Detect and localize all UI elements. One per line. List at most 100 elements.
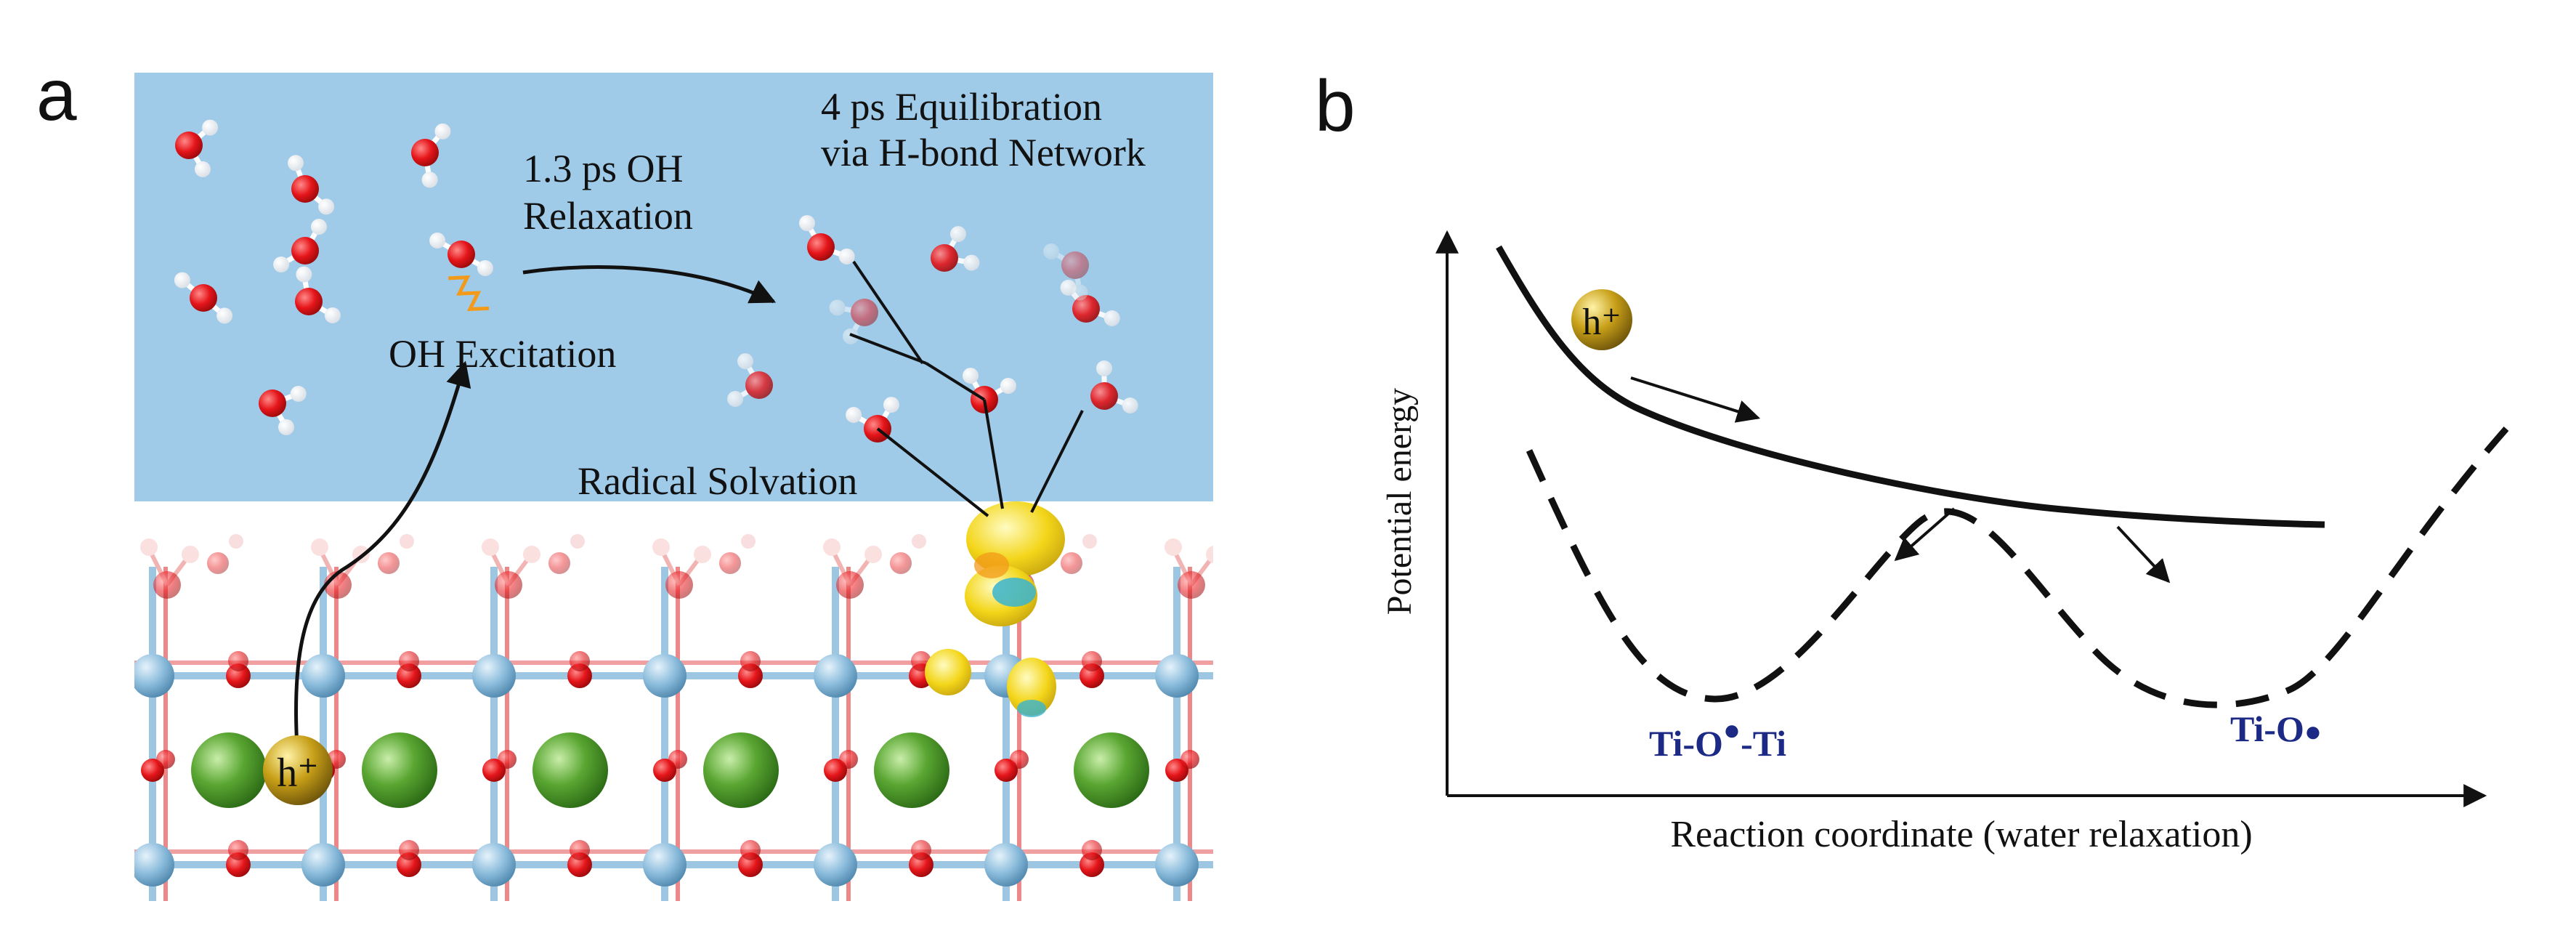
label-equilibration-2: via H-bond Network <box>821 131 1146 174</box>
surface-water-oxygen <box>207 552 229 574</box>
surface-water-hydrogen <box>482 538 499 556</box>
strontium-atom <box>874 732 949 808</box>
hydrogen-atom <box>202 119 219 136</box>
surface-water-oxygen <box>890 552 912 574</box>
radical-dot-right: ● <box>2304 715 2322 748</box>
oxygen-atom <box>1180 750 1199 769</box>
water-molecule <box>799 215 855 264</box>
surface-water-hydrogen <box>1082 534 1097 549</box>
hole-sphere-b: h⁺ <box>1571 289 1632 350</box>
label-bridge-oxygen: Ti-O●-Ti <box>1649 714 1786 764</box>
water-molecule <box>174 272 233 324</box>
excitation-mark <box>448 275 490 312</box>
water-molecule <box>829 299 878 344</box>
hydrogen-atom <box>963 254 980 271</box>
hole-transfer-arrow <box>294 360 471 760</box>
oxygen-atom <box>1082 840 1102 860</box>
surface-water-hydrogen <box>1165 538 1182 556</box>
oxygen-atom <box>909 852 933 877</box>
hbond-lines <box>849 260 1084 517</box>
oxygen-atom <box>1082 651 1102 671</box>
surface-water-hydrogen <box>400 534 414 549</box>
hydrogen-atom <box>799 215 815 232</box>
strontium-atom <box>191 732 267 808</box>
hydrogen-atom <box>883 397 899 413</box>
surface-water-oxygen <box>378 552 400 574</box>
strontium-atom <box>703 732 779 808</box>
oxygen-atom <box>411 139 439 166</box>
oxygen-atom <box>570 651 590 671</box>
hydrogen-atom <box>174 272 190 288</box>
hydrogen-atom <box>278 419 294 435</box>
panel-b-letter: b <box>1315 65 1356 147</box>
hydrogen-atom <box>737 353 753 370</box>
surface-water-hydrogen <box>182 546 199 563</box>
titanium-atom <box>301 654 345 698</box>
oxygen-atom <box>807 233 835 261</box>
oxygen-atom <box>745 371 773 399</box>
titanium-atom <box>472 843 516 886</box>
surface-water-hydrogen <box>864 546 882 563</box>
hydrogen-atom <box>838 248 855 264</box>
hydrogen-atom <box>1000 378 1016 394</box>
solid-potential-curve <box>1496 245 2325 528</box>
surface-water-hydrogen <box>570 534 585 549</box>
dashed-double-well-curve <box>1526 427 2509 708</box>
hydrogen-atom <box>1103 310 1120 326</box>
titanium-atom <box>814 843 857 886</box>
oxygen-atom <box>175 132 203 159</box>
label-equilibration-1: 4 ps Equilibration <box>821 85 1102 129</box>
label-relaxation-1: 1.3 ps OH <box>523 147 684 190</box>
hydrogen-atom <box>1072 284 1088 301</box>
titanium-atom <box>1155 843 1199 886</box>
label-solvation: Radical Solvation <box>578 459 857 503</box>
oxygen-atom <box>1250 663 1275 688</box>
surface-water-hydrogen <box>912 534 926 549</box>
water-molecule <box>295 266 341 323</box>
oxygen-atom <box>668 750 687 769</box>
oxygen-atom <box>1080 852 1104 877</box>
hydrogen-atom <box>477 260 493 276</box>
titanium-atom <box>814 654 857 698</box>
water-molecule <box>259 386 307 435</box>
panel-a-letter: a <box>36 54 77 136</box>
x-axis-label: Reaction coordinate (water relaxation) <box>1670 814 2252 855</box>
water-molecule <box>1090 360 1138 413</box>
water-molecule <box>931 226 980 272</box>
hydrogen-atom <box>216 307 233 324</box>
hydrogen-atom <box>421 171 438 188</box>
surface-water-hydrogen <box>741 534 756 549</box>
surface-water-hydrogen <box>523 546 540 563</box>
hydrogen-atom <box>1096 360 1112 376</box>
hydrogen-atom <box>318 198 335 215</box>
hydrogen-atom <box>843 328 859 344</box>
oxygen-atom <box>228 840 248 860</box>
surface-water-oxygen <box>836 571 864 599</box>
surface-water-hydrogen <box>1253 534 1268 549</box>
relaxation-arrow <box>522 265 777 304</box>
hydrogen-atom <box>288 155 304 171</box>
hydrogen-atom <box>950 226 966 243</box>
hydrogen-atom <box>290 386 307 403</box>
oxygen-atom <box>1252 840 1273 860</box>
oxygen-atom <box>738 663 763 688</box>
oxygen-atom <box>399 651 419 671</box>
oxygen-atom <box>291 175 319 203</box>
water-molecule <box>429 233 493 276</box>
oxygen-atom <box>156 750 175 769</box>
oxygen-atom <box>567 852 592 877</box>
hydrogen-atom <box>963 368 979 384</box>
oxygen-atom <box>259 389 286 417</box>
water-molecule <box>288 155 335 215</box>
surface-water-hydrogen <box>229 534 243 549</box>
hydrogen-atom <box>846 407 862 423</box>
titanium-atom <box>301 843 345 886</box>
oxygen-atom <box>1061 251 1089 279</box>
oxygen-atom <box>397 663 421 688</box>
label-terminal-oxygen: Ti-O● <box>2230 708 2322 749</box>
titanium-atom <box>134 654 174 698</box>
oxygen-atom <box>399 840 419 860</box>
surface-water-oxygen <box>719 552 741 574</box>
titanium-atom <box>472 654 516 698</box>
hydrogen-atom <box>727 391 744 407</box>
